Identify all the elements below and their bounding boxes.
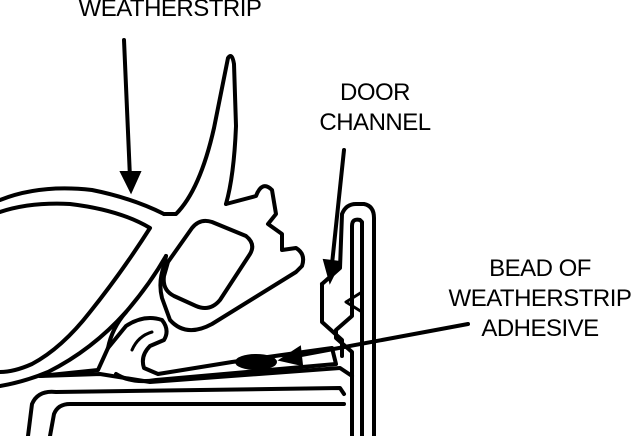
adhesive-arrowhead — [277, 345, 304, 367]
door-channel-label-line-2: CHANNEL — [319, 109, 431, 136]
panel-flange-lower — [26, 386, 346, 436]
adhesive-bead-label-line-2: WEATHERSTRIP — [448, 285, 632, 312]
door-channel-label-line-1: DOOR — [340, 79, 411, 106]
adhesive-bead-label-line-1: BEAD OF — [489, 255, 591, 282]
panel-flange-inner — [48, 402, 346, 436]
weatherstrip-bulb-inner — [0, 201, 152, 374]
weatherstrip-bulb-outer — [0, 186, 166, 216]
door-channel-hem — [344, 290, 364, 314]
weatherstrip-clip-inner — [130, 330, 154, 352]
door-channel-outer-wall — [320, 202, 376, 436]
panel-flange-upper — [38, 366, 354, 384]
weatherstrip-main-body — [158, 184, 306, 332]
weatherstrip-sealing-lip — [162, 54, 238, 216]
door-channel-label: DOOR CHANNEL — [290, 78, 460, 138]
adhesive-bead-label: BEAD OF WEATHERSTRIP ADHESIVE — [440, 254, 640, 344]
weatherstrip-bulb-lower-wall — [0, 254, 168, 388]
adhesive-bead-label-line-3: ADHESIVE — [481, 315, 599, 342]
weatherstrip-arrowhead — [119, 171, 142, 195]
weatherstrip-leader-line — [122, 38, 132, 180]
door-channel-arrowhead — [322, 258, 342, 285]
weatherstrip-label: WEATHERSTRIP — [40, 0, 300, 24]
door-channel-inner-wall — [334, 217, 364, 436]
adhesive-bead — [235, 354, 277, 370]
door-channel-leader-line — [330, 148, 346, 266]
adhesive-leader-line — [294, 322, 470, 358]
door-channel-lower-wall — [320, 282, 344, 358]
weatherstrip-inner-cavity — [161, 218, 255, 310]
weatherstrip-label-line: WEATHERSTRIP — [78, 0, 262, 22]
